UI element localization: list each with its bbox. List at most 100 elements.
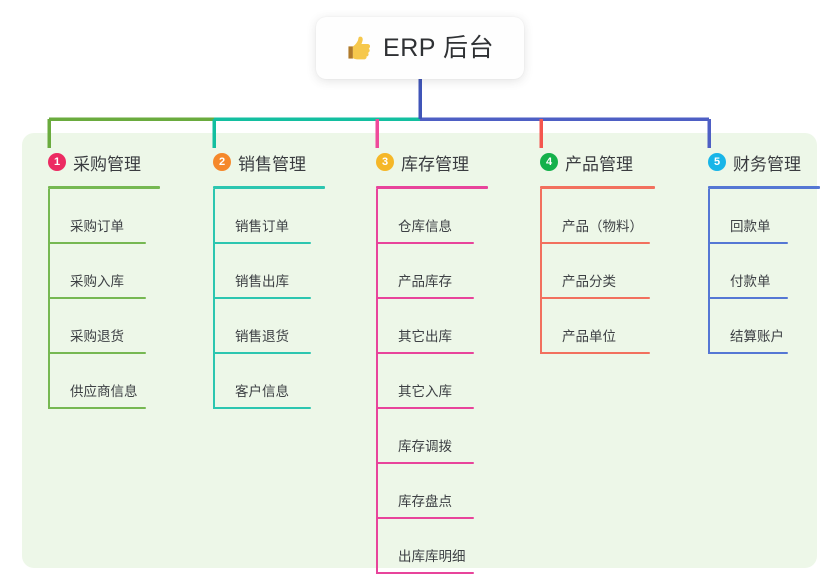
- column-title-1: 采购管理: [73, 154, 141, 174]
- leaf-item-label: 其它出库: [398, 329, 452, 344]
- column-spine: [376, 189, 378, 574]
- leaf-item-label: 销售订单: [235, 219, 289, 234]
- leaf-item-rule: [376, 352, 474, 354]
- leaf-item-rule: [48, 407, 146, 409]
- leaf-item-label: 采购订单: [70, 219, 124, 234]
- column-header-row: 1 采购管理: [35, 145, 200, 179]
- column-4: 4 产品管理产品（物料） 产品分类产品单位: [527, 145, 697, 354]
- diagram-panel: [22, 133, 817, 568]
- leaf-item[interactable]: 其它入库: [363, 354, 528, 409]
- leaf-item-rule: [376, 297, 474, 299]
- leaf-item-label: 客户信息: [235, 384, 289, 399]
- leaf-item-rule: [708, 297, 788, 299]
- leaf-item-label: 供应商信息: [70, 384, 138, 399]
- leaf-item[interactable]: 其它出库: [363, 299, 528, 354]
- column-header-5[interactable]: 5 财务管理: [695, 145, 820, 189]
- column-items-4: 产品（物料） 产品分类产品单位: [527, 189, 697, 354]
- thumbs-up-icon: [348, 36, 371, 60]
- column-spine: [48, 189, 50, 409]
- root-node-content: ERP 后台: [346, 35, 494, 61]
- leaf-item-rule: [376, 572, 474, 574]
- leaf-item-rule: [213, 242, 311, 244]
- leaf-item[interactable]: 销售出库: [200, 244, 365, 299]
- column-1: 1 采购管理采购订单采购入库采购退货供应商信息: [35, 145, 200, 409]
- leaf-item-label: 仓库信息: [398, 219, 452, 234]
- column-header-rule: [376, 186, 488, 189]
- leaf-item[interactable]: 回款单: [695, 189, 817, 244]
- leaf-item[interactable]: 出库库明细: [363, 519, 528, 574]
- root-node[interactable]: ERP 后台: [316, 17, 524, 79]
- leaf-item-label: 回款单: [730, 219, 771, 234]
- leaf-item-label: 库存调拨: [398, 439, 452, 454]
- leaf-item-rule: [540, 352, 650, 354]
- leaf-item[interactable]: 产品库存: [363, 244, 528, 299]
- leaf-item[interactable]: 产品分类: [527, 244, 697, 299]
- leaf-item-label: 采购退货: [70, 329, 124, 344]
- leaf-item-rule: [540, 242, 650, 244]
- leaf-item-rule: [48, 242, 146, 244]
- leaf-item-label: 采购入库: [70, 274, 124, 289]
- leaf-item-label: 销售出库: [235, 274, 289, 289]
- column-title-2: 销售管理: [238, 154, 306, 174]
- leaf-item[interactable]: 库存盘点: [363, 464, 528, 519]
- leaf-item[interactable]: 产品单位: [527, 299, 697, 354]
- leaf-item-label: 付款单: [730, 274, 771, 289]
- column-badge-3: 3: [376, 153, 394, 171]
- leaf-item-rule: [213, 297, 311, 299]
- leaf-item[interactable]: 结算账户: [695, 299, 817, 354]
- column-badge-4: 4: [540, 153, 558, 171]
- leaf-item-label: 销售退货: [235, 329, 289, 344]
- root-title: ERP 后台: [383, 33, 494, 62]
- leaf-item-rule: [708, 352, 788, 354]
- leaf-item-rule: [376, 407, 474, 409]
- column-header-rule: [540, 186, 655, 189]
- leaf-item[interactable]: 库存调拨: [363, 409, 528, 464]
- leaf-item-label: 出库库明细: [398, 549, 466, 564]
- column-header-rule: [213, 186, 325, 189]
- leaf-item-label: 其它入库: [398, 384, 452, 399]
- leaf-item-rule: [48, 352, 146, 354]
- leaf-item-label: 库存盘点: [398, 494, 452, 509]
- leaf-item-rule: [48, 297, 146, 299]
- column-title-4: 产品管理: [565, 154, 633, 174]
- column-items-1: 采购订单采购入库采购退货供应商信息: [35, 189, 200, 409]
- leaf-item-label: 产品分类: [562, 274, 616, 289]
- leaf-item[interactable]: 采购入库: [35, 244, 200, 299]
- leaf-item[interactable]: 客户信息: [200, 354, 365, 409]
- leaf-item[interactable]: 销售退货: [200, 299, 365, 354]
- leaf-item[interactable]: 供应商信息: [35, 354, 200, 409]
- leaf-item[interactable]: 产品（物料）: [527, 189, 697, 244]
- leaf-item[interactable]: 采购退货: [35, 299, 200, 354]
- column-spine: [540, 189, 542, 354]
- leaf-item-rule: [376, 517, 474, 519]
- leaf-item-rule: [213, 352, 311, 354]
- column-header-row: 5 财务管理: [695, 145, 817, 179]
- column-spine: [213, 189, 215, 409]
- column-header-1[interactable]: 1 采购管理: [35, 145, 200, 189]
- leaf-item[interactable]: 销售订单: [200, 189, 365, 244]
- column-title-5: 财务管理: [733, 154, 801, 174]
- leaf-item[interactable]: 采购订单: [35, 189, 200, 244]
- column-header-rule: [708, 186, 820, 189]
- leaf-item[interactable]: 付款单: [695, 244, 817, 299]
- leaf-item-label: 产品单位: [562, 329, 616, 344]
- column-header-rule: [48, 186, 160, 189]
- leaf-item-rule: [376, 462, 474, 464]
- column-header-row: 4 产品管理: [527, 145, 697, 179]
- leaf-item-label: 产品库存: [398, 274, 452, 289]
- leaf-item-rule: [708, 242, 788, 244]
- column-badge-5: 5: [708, 153, 726, 171]
- leaf-item-rule: [376, 242, 474, 244]
- column-header-4[interactable]: 4 产品管理: [527, 145, 697, 189]
- column-5: 5 财务管理回款单付款单结算账户: [695, 145, 820, 354]
- leaf-item[interactable]: 仓库信息: [363, 189, 528, 244]
- column-items-2: 销售订单销售出库销售退货客户信息: [200, 189, 365, 409]
- column-badge-1: 1: [48, 153, 66, 171]
- leaf-item-rule: [540, 297, 650, 299]
